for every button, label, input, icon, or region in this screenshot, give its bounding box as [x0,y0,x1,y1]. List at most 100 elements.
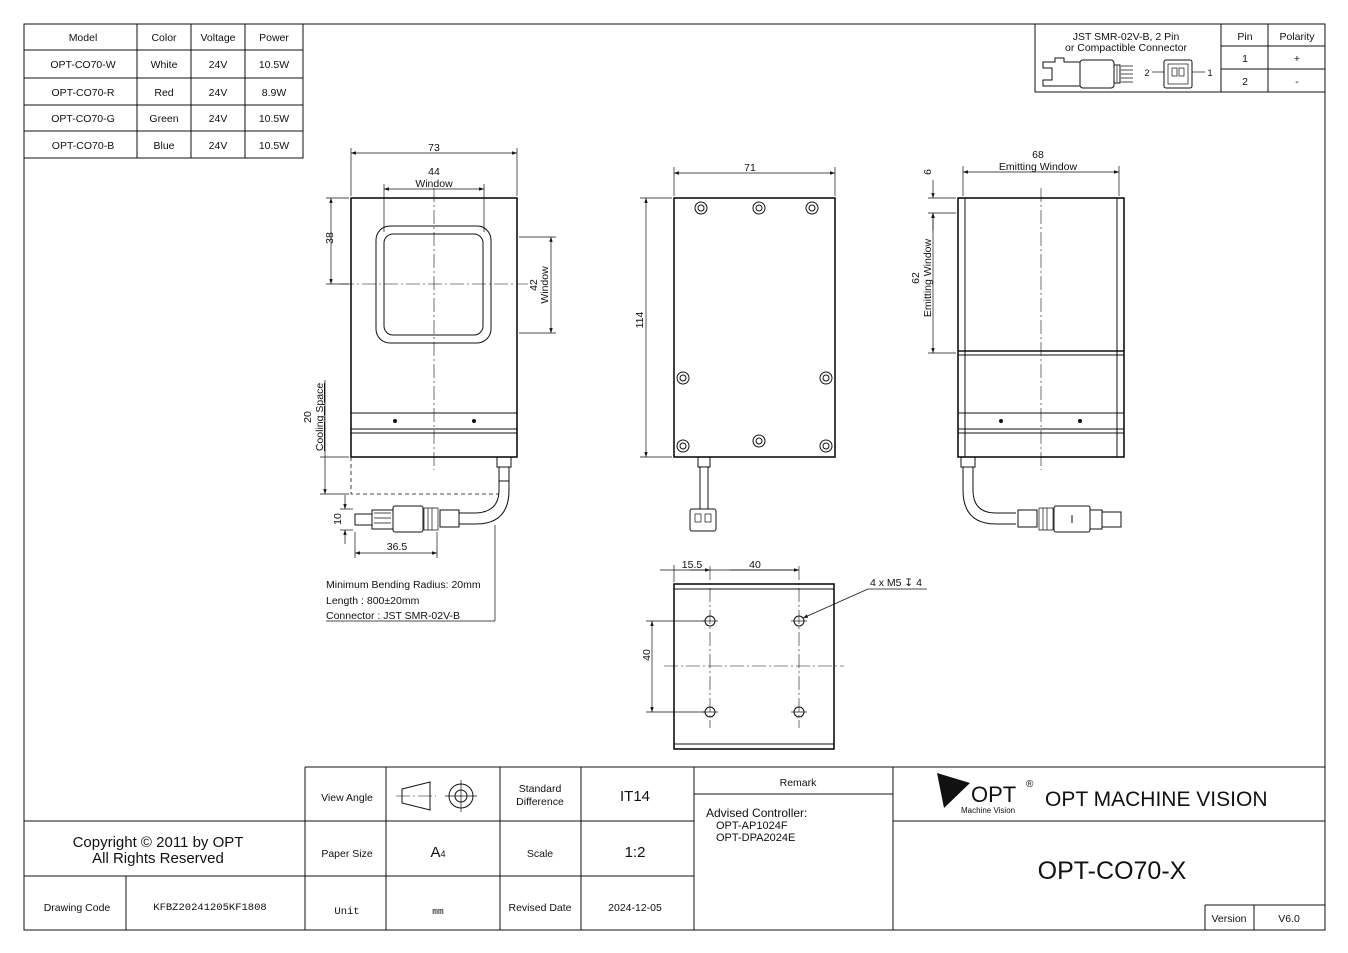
version-value: V6.0 [1278,913,1300,925]
logo-text: OPT [971,782,1016,807]
view-angle-label: View Angle [321,792,373,804]
drawing-code-label: Drawing Code [44,902,111,914]
company-name: OPT MACHINE VISION [1045,788,1267,811]
connector-title: JST SMR-02V-B, 2 Pin [1073,31,1180,43]
pin-cell: 2 [1242,76,1248,88]
side-view-dimensions: 68 Emitting Window 6 62 Emitting Window [910,149,1120,354]
standard-diff-value: IT14 [620,788,650,805]
spec-cell: 24V [209,140,228,152]
screw-hole [805,201,819,215]
front-view-dimensions: 73 44 Window 38 42 Window 20 Cooling Spa… [302,142,556,558]
screw-hole [819,439,833,453]
note-connector: Connector : JST SMR-02V-B [326,610,460,622]
remark-line1: Advised Controller: [706,806,807,820]
pin-label-2: 2 [1144,68,1149,79]
standard-diff-label-2: Difference [516,796,564,808]
mount-hole [791,706,807,718]
pin-header: Pin [1237,31,1252,43]
spec-cell: OPT-CO70-R [51,87,114,99]
spec-cell: 10.5W [259,59,289,71]
emitting-window-label: Emitting Window [999,161,1078,173]
standard-diff-label: Standard [519,783,562,795]
dim-window-height: 42 [528,279,540,291]
spec-cell: 8.9W [262,87,287,99]
revised-date-value: 2024-12-05 [608,902,662,914]
back-view-dimensions: 71 114 [634,162,836,458]
scale-label: Scale [527,848,553,860]
paper-size-label: Paper Size [321,848,373,860]
mount-hole-note: 4 x M5 ↧ 4 [870,577,922,589]
spec-cell: OPT-CO70-W [50,59,115,71]
spec-cell: OPT-CO70-G [51,113,115,125]
logo-triangle-icon [937,773,970,808]
spec-cell: 10.5W [259,113,289,125]
back-view [673,197,836,532]
remark-line2: OPT-AP1024F [716,820,788,832]
dim-front-width: 73 [428,142,440,154]
unit-value: mm [432,906,444,917]
logo-registered: ® [1026,779,1034,790]
polarity-cell: - [1295,76,1299,88]
spec-cell: 24V [209,113,228,125]
window-label: Window [415,178,453,190]
spec-cell: Red [154,87,173,99]
dim-mount-offset: 15.5 [682,559,703,571]
spec-header-color: Color [151,32,177,44]
spec-cell: Blue [153,140,174,152]
mount-hole [791,566,807,728]
spec-cell: 10.5W [259,140,289,152]
dim-connector-length: 36.5 [387,541,408,553]
dim-back-width: 71 [744,162,756,174]
product-name: OPT-CO70-X [1038,857,1187,885]
cable-notes: Minimum Bending Radius: 20mm Length : 80… [326,525,496,622]
revised-date-label: Revised Date [508,902,571,914]
mount-view [664,566,844,750]
spec-cell: Green [149,113,178,125]
side-view [957,188,1125,533]
connector-subtitle: or Compactible Connector [1065,42,1187,54]
note-length: Length : 800±20mm [326,595,420,607]
spec-cell: OPT-CO70-B [52,140,114,152]
copyright-line1: Copyright © 2011 by OPT [73,834,244,851]
dim-emitting-height: 62 [910,272,922,284]
projection-symbol-icon [396,780,477,812]
mount-view-dimensions: 15.5 40 40 4 x M5 ↧ 4 [641,559,927,713]
screw-hole [676,439,690,453]
spec-table: Model Color Voltage Power OPT-CO70-W Whi… [23,23,304,159]
paper-size-value: A4 [430,844,445,861]
emitting-window-label-vertical: Emitting Window [922,238,934,317]
scale-value: 1:2 [625,844,646,861]
unit-label: Unit [334,906,359,918]
cooling-label: Cooling Space [314,383,326,451]
dim-side-top: 6 [922,169,934,175]
logo-subtitle: Machine Vision [961,806,1015,815]
dim-emitting-width: 68 [1032,149,1044,161]
polarity-header: Polarity [1279,31,1315,43]
screw-hole [752,434,766,448]
spec-header-voltage: Voltage [200,32,235,44]
pin-cell: 1 [1242,53,1248,65]
polarity-cell: + [1294,53,1300,65]
screw-hole [676,371,690,385]
dim-front-top: 38 [324,232,336,244]
spec-cell: 24V [209,87,228,99]
screw-hole [694,201,708,215]
mount-hole [702,566,718,728]
window-label-vertical: Window [539,266,551,304]
spec-header-power: Power [259,32,289,44]
front-view [340,188,528,533]
drawing-code-value: KFBZ20241205KF1808 [153,902,266,914]
dim-mount-spacing-y: 40 [641,649,653,661]
title-block: Copyright © 2011 by OPT All Rights Reser… [24,766,1325,930]
spec-cell: White [151,59,178,71]
dim-cooling: 20 [302,411,314,423]
copyright-line2: All Rights Reserved [92,850,224,867]
connector-table: JST SMR-02V-B, 2 Pin or Compactible Conn… [1034,23,1326,93]
opt-logo: OPT ® Machine Vision [937,773,1034,815]
connector-sketch: 2 1 [1042,57,1213,89]
dim-window-width: 44 [428,166,440,178]
screw-hole [819,371,833,385]
drawing-frame [23,23,1326,931]
note-bending-radius: Minimum Bending Radius: 20mm [326,579,481,591]
